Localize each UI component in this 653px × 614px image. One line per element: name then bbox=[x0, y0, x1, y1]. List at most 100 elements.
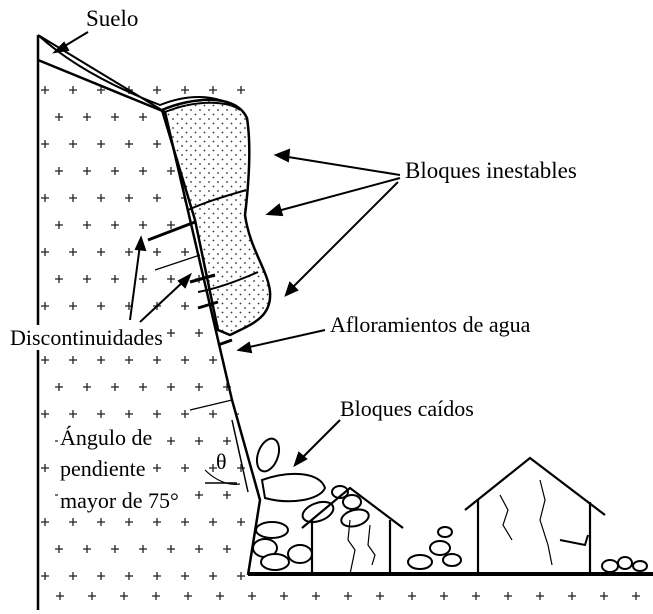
rock-plus-mark bbox=[97, 248, 105, 256]
rock-plus-mark bbox=[280, 592, 288, 600]
angle-vertical-line bbox=[231, 419, 249, 493]
rock-plus-mark bbox=[184, 592, 192, 600]
rock-plus-mark bbox=[167, 383, 175, 391]
rock-plus-mark bbox=[69, 302, 77, 310]
rock-plus-mark bbox=[209, 518, 217, 526]
rock-plus-mark bbox=[376, 592, 384, 600]
rock-plus-mark bbox=[111, 167, 119, 175]
rock-plus-mark bbox=[55, 545, 63, 553]
sky-area bbox=[165, 40, 653, 572]
rock-plus-mark bbox=[181, 518, 189, 526]
rock-plus-mark bbox=[139, 545, 147, 553]
rock-plus-mark bbox=[111, 113, 119, 121]
rock-plus-mark bbox=[223, 545, 231, 553]
rock-plus-mark bbox=[195, 329, 203, 337]
label-soil: Suelo bbox=[86, 6, 139, 31]
rock-plus-mark bbox=[223, 437, 231, 445]
rock-plus-mark bbox=[120, 592, 128, 600]
rock-plus-mark bbox=[237, 518, 245, 526]
rock-plus-mark bbox=[41, 194, 49, 202]
rock-plus-mark bbox=[55, 275, 63, 283]
rock-plus-mark bbox=[195, 383, 203, 391]
rock-plus-mark bbox=[41, 356, 49, 364]
rock-plus-mark bbox=[69, 518, 77, 526]
rock-plus-mark bbox=[181, 572, 189, 580]
rock-plus-mark bbox=[139, 221, 147, 229]
rock-plus-mark bbox=[209, 572, 217, 580]
rock-plus-mark bbox=[472, 592, 480, 600]
rock-plus-mark bbox=[55, 167, 63, 175]
rock-plus-mark bbox=[237, 464, 245, 472]
rock-plus-mark bbox=[209, 464, 217, 472]
rock-plus-mark bbox=[41, 410, 49, 418]
rock-plus-mark bbox=[408, 592, 416, 600]
label-unstable-blocks: Bloques inestables bbox=[405, 158, 577, 183]
angle-arc bbox=[204, 469, 241, 485]
rock-plus-mark bbox=[139, 383, 147, 391]
rock-plus-mark bbox=[153, 248, 161, 256]
rock-plus-mark bbox=[41, 140, 49, 148]
rock-plus-mark bbox=[41, 572, 49, 580]
rock-plus-mark bbox=[83, 545, 91, 553]
rock-plus-mark bbox=[600, 592, 608, 600]
rock-plus-mark bbox=[83, 383, 91, 391]
rock-plus-mark bbox=[111, 383, 119, 391]
rock-plus-mark bbox=[41, 86, 49, 94]
rock-plus-mark bbox=[69, 410, 77, 418]
rock-plus-mark bbox=[153, 86, 161, 94]
rock-plus-mark bbox=[125, 194, 133, 202]
rock-plus-mark bbox=[536, 592, 544, 600]
rock-plus-mark bbox=[139, 167, 147, 175]
rock-plus-mark bbox=[97, 518, 105, 526]
rock-plus-mark bbox=[69, 140, 77, 148]
discontinuity-mark-1 bbox=[147, 220, 196, 242]
rock-plus-mark bbox=[195, 491, 203, 499]
rock-plus-mark bbox=[167, 275, 175, 283]
rock-plus-mark bbox=[111, 221, 119, 229]
rock-plus-mark bbox=[83, 167, 91, 175]
rock-plus-mark bbox=[139, 113, 147, 121]
rock-plus-mark bbox=[248, 592, 256, 600]
block-divider-upper bbox=[187, 189, 247, 211]
rock-plus-mark bbox=[55, 221, 63, 229]
unstable-blocks bbox=[160, 98, 272, 337]
rock-plus-mark bbox=[69, 356, 77, 364]
rock-plus-mark bbox=[153, 140, 161, 148]
rock-plus-mark bbox=[41, 248, 49, 256]
rock-plus-mark bbox=[181, 410, 189, 418]
rock-plus-mark bbox=[167, 545, 175, 553]
rock-plus-mark bbox=[97, 410, 105, 418]
label-slope-angle-line1: Ángulo de bbox=[58, 425, 155, 451]
rock-plus-mark bbox=[195, 437, 203, 445]
label-discontinuities: Discontinuidades bbox=[8, 325, 165, 351]
house-2 bbox=[464, 456, 606, 574]
rock-plus-mark bbox=[181, 86, 189, 94]
rock-plus-mark bbox=[97, 86, 105, 94]
rock-plus-mark bbox=[632, 592, 640, 600]
rock-plus-mark bbox=[312, 592, 320, 600]
rock-plus-mark bbox=[181, 464, 189, 472]
rock-plus-mark bbox=[97, 356, 105, 364]
rock-plus-mark bbox=[237, 86, 245, 94]
rock-plus-mark bbox=[153, 464, 161, 472]
rock-plus-mark bbox=[88, 592, 96, 600]
rock-plus-mark bbox=[504, 592, 512, 600]
rock-plus-mark bbox=[97, 140, 105, 148]
label-theta: θ bbox=[216, 449, 227, 474]
house-1 bbox=[301, 486, 404, 575]
discontinuity-mark-3 bbox=[197, 300, 219, 310]
rock-plus-mark bbox=[223, 491, 231, 499]
rock-plus-mark bbox=[152, 592, 160, 600]
discontinuity-mark-4 bbox=[217, 338, 233, 347]
rock-plus-mark bbox=[69, 248, 77, 256]
rock-plus-mark bbox=[111, 275, 119, 283]
rock-plus-mark bbox=[97, 572, 105, 580]
rock-plus-mark bbox=[41, 302, 49, 310]
label-water-outcrops: Afloramientos de agua bbox=[330, 312, 531, 337]
rock-plus-mark bbox=[69, 572, 77, 580]
rock-plus-mark bbox=[41, 518, 49, 526]
rock-plus-mark bbox=[97, 302, 105, 310]
rock-plus-mark bbox=[125, 248, 133, 256]
fallen-boulders bbox=[252, 437, 648, 573]
